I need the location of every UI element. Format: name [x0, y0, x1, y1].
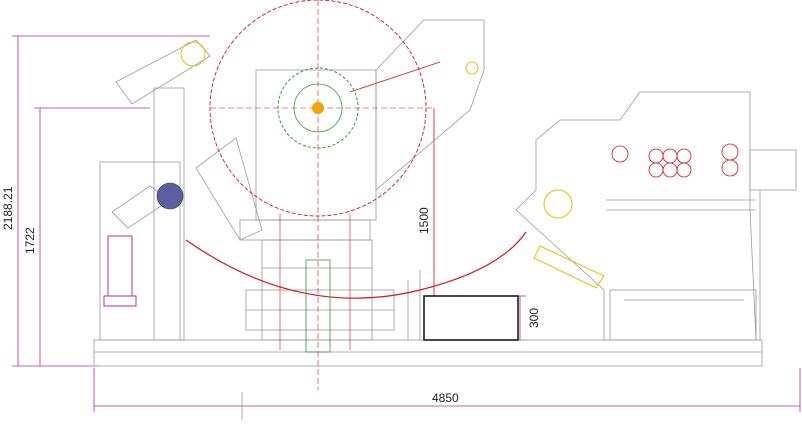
dimension-labels: 2188.21 1722 1500 300 4850 — [1, 186, 541, 405]
highlighted-parts — [180, 41, 605, 289]
dim-overall-height: 2188.21 — [1, 186, 15, 230]
dim-coil-offset: 1500 — [417, 207, 431, 234]
filled-components — [103, 102, 519, 341]
dimension-lines — [12, 35, 801, 420]
feeder-rollers — [611, 143, 739, 178]
coil-hub — [277, 67, 359, 353]
dim-base-height: 300 — [527, 308, 541, 328]
dim-overall-length: 4850 — [432, 391, 459, 405]
coil-outline — [185, 0, 527, 390]
dim-frame-height: 1722 — [23, 227, 37, 254]
